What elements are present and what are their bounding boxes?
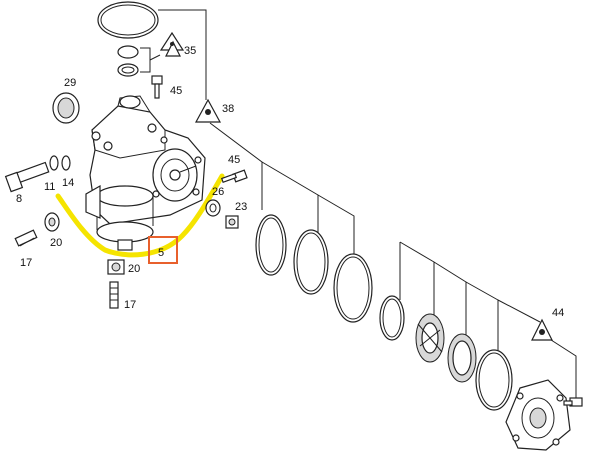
label-38: 38 <box>222 103 234 115</box>
small-seal-upper[interactable] <box>117 45 139 59</box>
o-ring-3[interactable] <box>333 253 373 323</box>
bolt-bottom-right[interactable] <box>563 397 583 407</box>
label-23: 23 <box>235 201 247 213</box>
triangle-icon-44[interactable] <box>531 318 553 341</box>
nut-20-left[interactable] <box>44 212 60 232</box>
label-8: 8 <box>16 193 22 205</box>
washer-26[interactable] <box>205 199 221 217</box>
label-14: 14 <box>62 177 74 189</box>
label-20-bottom: 20 <box>128 263 140 275</box>
bleeder-screw-17-left[interactable] <box>14 229 38 247</box>
needle-bearing[interactable] <box>415 313 445 363</box>
snap-ring[interactable] <box>379 295 405 341</box>
o-ring-2[interactable] <box>293 229 329 295</box>
banjo-bolt-8[interactable] <box>4 161 50 193</box>
washer-11[interactable] <box>49 155 59 171</box>
bracket-35 <box>140 47 151 73</box>
leader-top-ring <box>158 9 207 100</box>
bolt-45-top[interactable] <box>151 75 163 99</box>
small-seal-lower[interactable] <box>117 63 139 77</box>
o-ring-4[interactable] <box>475 349 513 411</box>
label-11: 11 <box>44 181 55 193</box>
side-cover[interactable] <box>505 379 571 451</box>
triangle-icon-38[interactable] <box>194 98 222 123</box>
label-5: 5 <box>158 247 164 259</box>
bolt-45-right[interactable] <box>220 169 248 184</box>
label-35: 35 <box>184 45 196 57</box>
label-45-top: 45 <box>170 85 182 97</box>
label-45-right: 45 <box>228 154 240 166</box>
bleeder-screw-17-bottom[interactable] <box>109 281 119 309</box>
label-26: 26 <box>212 186 224 198</box>
label-20-left: 20 <box>50 237 62 249</box>
top-o-ring-inner <box>100 4 156 36</box>
label-17-bottom: 17 <box>124 299 136 311</box>
housing-highlight-outline <box>55 173 225 258</box>
steering-gear-housing[interactable] <box>85 95 206 251</box>
label-44: 44 <box>552 307 564 319</box>
o-ring-1[interactable] <box>255 214 287 276</box>
seal-29[interactable] <box>52 92 80 124</box>
top-o-ring[interactable] <box>97 1 159 39</box>
plug-23[interactable] <box>225 215 239 229</box>
washer-14[interactable] <box>61 155 71 171</box>
triangle-icon-35[interactable] <box>159 31 185 57</box>
selected-part-box[interactable] <box>148 236 178 264</box>
nut-20-bottom[interactable] <box>107 259 125 275</box>
label-17-left: 17 <box>20 257 32 269</box>
label-29: 29 <box>64 77 76 89</box>
